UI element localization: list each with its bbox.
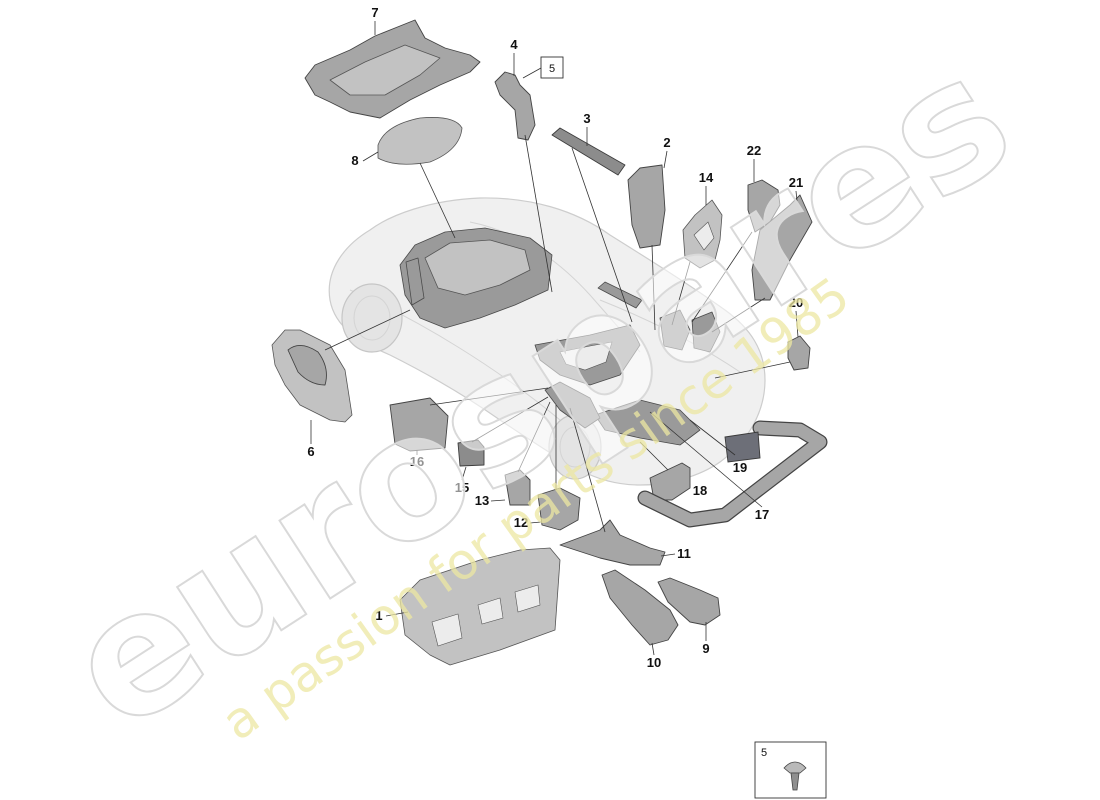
installed-side-panel-right [691, 311, 721, 353]
callout-12: 12 [514, 515, 528, 530]
leader-line-15-install [471, 396, 549, 443]
installed-side-panel-left [659, 309, 691, 351]
callout-20: 20 [789, 295, 803, 310]
installed-bulkhead-strip [597, 281, 643, 309]
callouts: 7 4 5 3 2 22 14 21 8 20 6 16 15 13 12 11… [307, 5, 803, 670]
leader-line-20-install [714, 361, 791, 379]
leader-line-19 [689, 419, 736, 456]
callout-3: 3 [583, 111, 590, 126]
leader-line-2-install [651, 244, 656, 331]
callout-5-box [540, 56, 564, 79]
callout-22: 22 [747, 143, 761, 158]
inset-label: 5 [761, 747, 767, 759]
part-4 [494, 71, 536, 141]
callout-19: 19 [733, 460, 747, 475]
part-11 [559, 519, 666, 566]
leader-line-10 [651, 642, 655, 656]
callout-8: 8 [351, 153, 358, 168]
leader-line-2 [663, 150, 668, 169]
leader-line-22-install [691, 231, 753, 323]
installed-parts [399, 227, 721, 446]
callout-13: 13 [475, 493, 489, 508]
installed-front-carrier [544, 381, 601, 429]
part-21 [751, 194, 813, 301]
callout-4: 4 [510, 37, 518, 52]
part-17-surface [638, 421, 827, 527]
callout-16: 16 [410, 454, 424, 469]
callout-2: 2 [663, 135, 670, 150]
installed-trunk-opening [559, 341, 613, 371]
leader-line-18 [639, 441, 669, 471]
leader-line-8 [362, 151, 379, 162]
rear-wheel-rim [353, 295, 391, 341]
part-9 [657, 577, 721, 626]
leader-line-13 [490, 499, 506, 502]
leader-line-16-install [429, 387, 549, 406]
leader-line-5 [522, 67, 542, 79]
leader-line-8-install [419, 162, 456, 239]
callout-9: 9 [702, 641, 709, 656]
leader-line-4-install [524, 134, 553, 293]
callout-7: 7 [371, 5, 378, 20]
installed-front-bumper-insulation [594, 399, 701, 446]
part-10 [601, 569, 679, 646]
part-16 [389, 397, 449, 452]
part-1-opening-left [431, 613, 463, 647]
leader-line-21-install [711, 297, 766, 333]
part-19 [724, 431, 761, 463]
part-14-opening [693, 221, 715, 251]
leader-lines [310, 21, 799, 656]
leader-line-3-install [571, 147, 633, 323]
callout-17: 17 [755, 507, 769, 522]
leader-line-11 [660, 553, 676, 557]
callout-10: 10 [647, 655, 661, 670]
part-7-highlight [329, 44, 441, 96]
callout-15: 15 [455, 480, 469, 495]
leader-line-1 [385, 611, 409, 617]
leader-line-6-install [324, 309, 411, 351]
part-3 [551, 127, 626, 176]
callout-5: 5 [549, 63, 555, 75]
watermark: eurospares a passion for parts since 198… [33, 17, 1044, 770]
part-6-inner [287, 345, 327, 386]
part-13 [504, 469, 531, 506]
leader-line-14-install [671, 261, 691, 326]
leader-line-12 [529, 521, 542, 524]
leader-line-20 [795, 310, 799, 338]
push-clip-icon [783, 761, 807, 791]
part-22 [747, 179, 781, 233]
leader-line-15 [461, 466, 467, 481]
leader-line-17 [649, 411, 763, 508]
part-8 [377, 117, 463, 165]
callout-1: 1 [375, 608, 382, 623]
watermark-brand: eurospares [34, 18, 1043, 769]
leader-line-11-install [569, 407, 606, 533]
part-12 [537, 487, 581, 531]
installed-rear-bracket [405, 257, 425, 306]
part-20 [787, 335, 811, 371]
part-2 [627, 164, 666, 249]
leader-line-21 [795, 190, 798, 202]
leader-line-13-install [517, 401, 551, 473]
callout-6: 6 [307, 444, 314, 459]
part-1-opening-right [514, 584, 541, 613]
inset-detail: 5 [754, 741, 827, 799]
callout-18: 18 [693, 483, 707, 498]
installed-engine-cover [424, 239, 531, 296]
callout-11: 11 [677, 546, 691, 561]
callout-14: 14 [699, 170, 714, 185]
part-1-opening-center [477, 597, 504, 625]
callout-21: 21 [789, 175, 803, 190]
